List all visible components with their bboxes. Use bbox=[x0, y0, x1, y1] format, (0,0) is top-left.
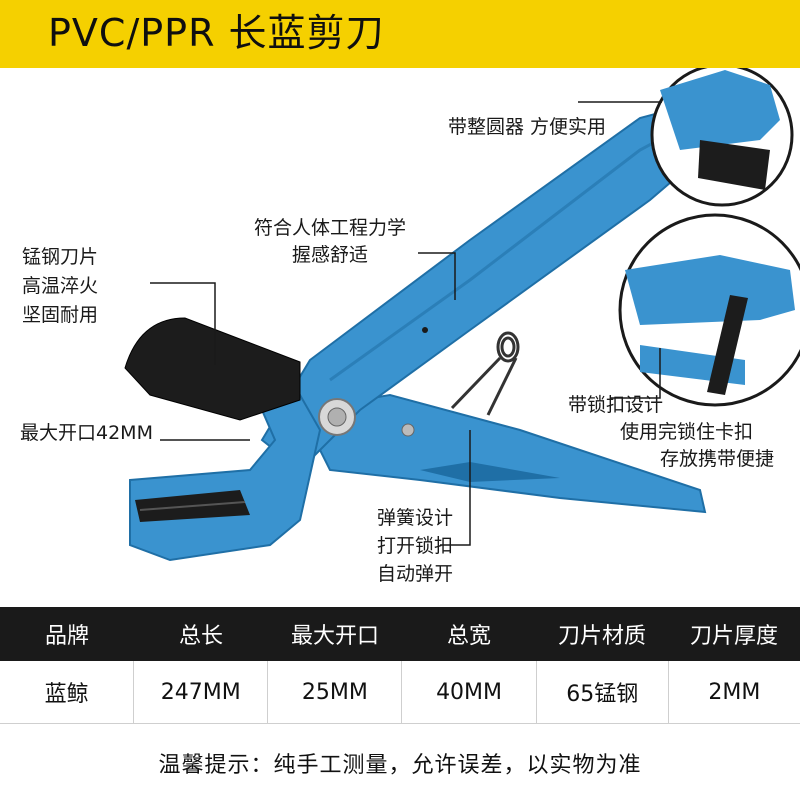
lower-handle bbox=[298, 393, 707, 514]
annotation-max-open: 最大开口42MM bbox=[20, 422, 153, 444]
annotation-lock: 带锁扣设计 使用完锁住卡扣 存放携带便捷 bbox=[568, 392, 774, 473]
title-bar: PVC/PPR 长蓝剪刀 bbox=[0, 0, 800, 68]
spec-table: 品牌 总长 最大开口 总宽 刀片材质 刀片厚度 蓝鲸 247MM 25MM 40… bbox=[0, 607, 800, 724]
annotation-spring-line2: 打开锁扣 bbox=[376, 535, 453, 557]
annotation-lock-line1: 带锁扣设计 bbox=[568, 394, 664, 416]
blade bbox=[124, 317, 301, 421]
jaw-grip-line bbox=[139, 501, 246, 511]
annotation-lock-line3: 存放携带便捷 bbox=[660, 448, 775, 470]
spec-header-width: 总宽 bbox=[446, 624, 491, 649]
annotation-spring-line1: 弹簧设计 bbox=[376, 507, 453, 529]
product-illustration bbox=[124, 68, 800, 562]
lower-handle-slot bbox=[420, 462, 560, 482]
footer-note: 温馨提示：纯手工测量，允许误差，以实物为准 bbox=[158, 753, 642, 778]
spec-header-brand: 品牌 bbox=[44, 624, 89, 649]
jaw bbox=[129, 393, 322, 562]
spec-header-blade-thickness: 刀片厚度 bbox=[689, 624, 778, 649]
annotation-blade-line2: 高温淬火 bbox=[22, 275, 99, 297]
annotation-rounder: 带整圆器 方便实用 bbox=[448, 116, 607, 138]
spec-value-blade-material: 65锰钢 bbox=[537, 661, 669, 723]
annotation-blade-line1: 锰钢刀片 bbox=[22, 246, 99, 268]
spec-value-max-open: 25MM bbox=[268, 661, 403, 723]
annotation-lock-line2: 使用完锁住卡扣 bbox=[620, 421, 754, 443]
annotation-ergonomic: 符合人体工程力学 握感舒适 bbox=[240, 215, 420, 269]
annotation-spring: 弹簧设计 打开锁扣 自动弹开 bbox=[360, 505, 470, 588]
spec-header-max-open: 最大开口 bbox=[290, 624, 379, 649]
annotation-ergonomic-line2: 握感舒适 bbox=[291, 244, 368, 266]
spec-value-length: 247MM bbox=[134, 661, 269, 723]
page-title: PVC/PPR 长蓝剪刀 bbox=[48, 11, 385, 55]
annotation-spring-line3: 自动弹开 bbox=[376, 563, 453, 585]
spec-value-row: 蓝鲸 247MM 25MM 40MM 65锰钢 2MM bbox=[0, 661, 800, 724]
spring bbox=[450, 331, 520, 416]
spec-header-row: 品牌 总长 最大开口 总宽 刀片材质 刀片厚度 bbox=[0, 607, 800, 661]
spec-value-brand: 蓝鲸 bbox=[0, 661, 135, 723]
spec-value-blade-thickness: 2MM bbox=[708, 679, 761, 705]
annotation-blade-line3: 坚固耐用 bbox=[22, 304, 99, 326]
handle-hole bbox=[422, 327, 428, 333]
small-screw bbox=[401, 423, 415, 437]
spec-value-width: 40MM bbox=[402, 661, 537, 723]
detail-circle-rounder bbox=[650, 68, 794, 207]
spec-header-blade-material: 刀片材质 bbox=[557, 624, 646, 649]
spec-header-length: 总长 bbox=[178, 624, 223, 649]
annotation-blade: 锰钢刀片 高温淬火 坚固耐用 bbox=[22, 244, 98, 329]
callout-lines bbox=[150, 101, 662, 546]
annotation-ergonomic-line1: 符合人体工程力学 bbox=[253, 217, 406, 239]
detail-circle-lock bbox=[618, 213, 800, 407]
